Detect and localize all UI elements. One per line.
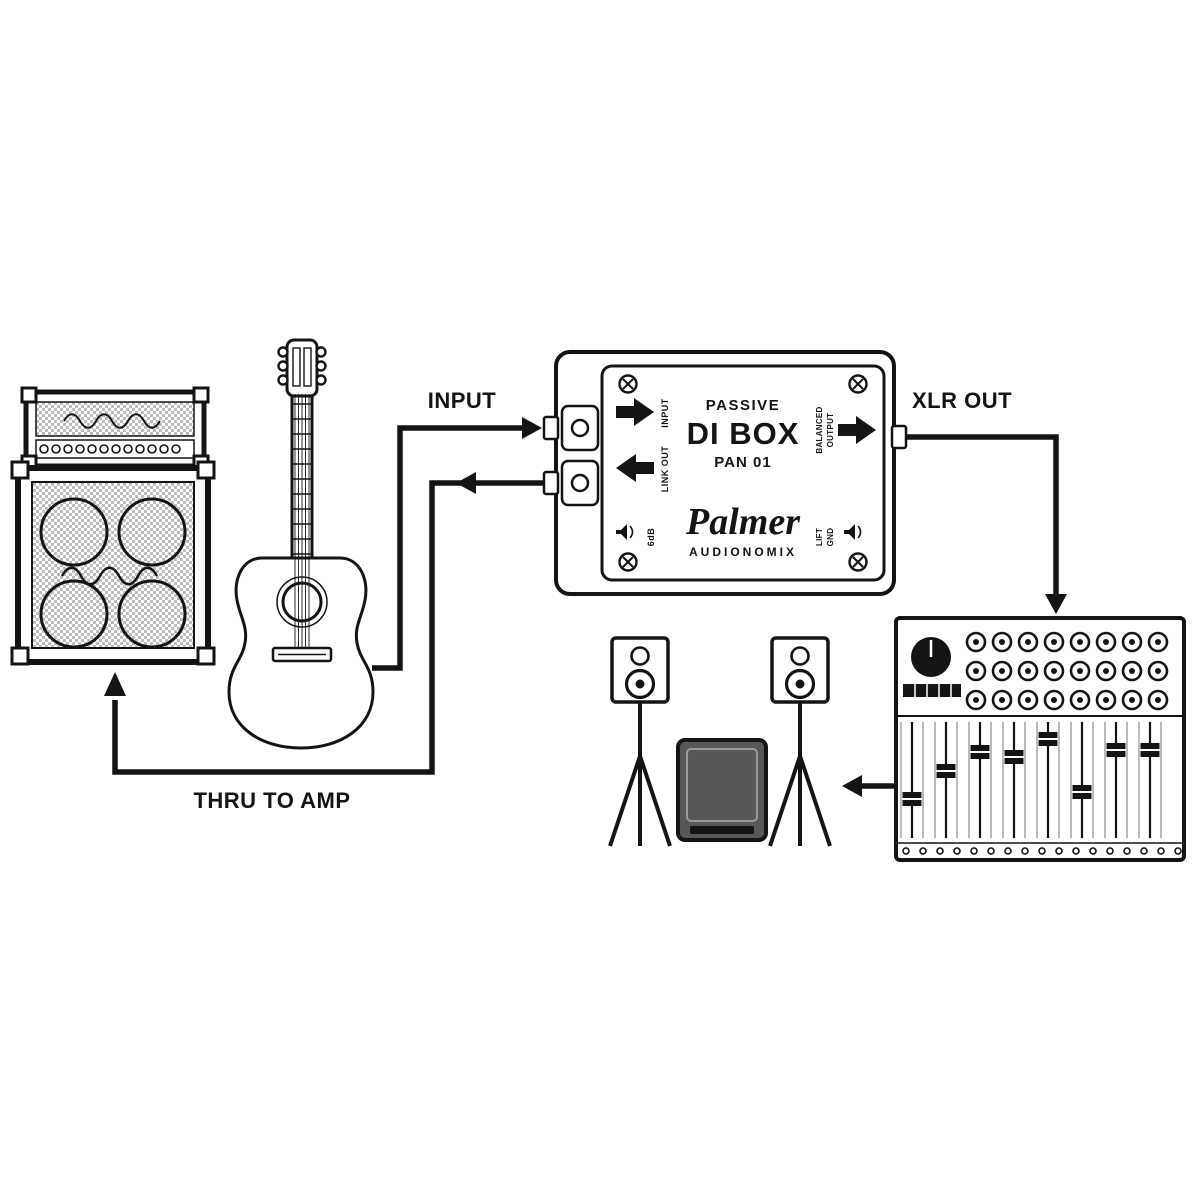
signal-cables [104, 417, 1067, 797]
thru-arrowhead-icon [456, 472, 476, 494]
fader-channel [1104, 722, 1128, 838]
di-pad-label: 6dB [646, 528, 656, 547]
amp-cabinet-corner-caps [10, 460, 216, 666]
di-box-panel [600, 364, 886, 582]
thru-to-amp-label: THRU TO AMP [193, 788, 350, 813]
brand-subtitle: AUDIONOMIX [689, 545, 797, 559]
headstock-slot [303, 347, 312, 387]
subwoofer-port [690, 826, 754, 834]
speaker-woofer-cap [635, 679, 645, 689]
guitar-tuner-pegs [277, 346, 327, 386]
speaker-woofer-cap [795, 679, 805, 689]
input-arrow-icon [616, 398, 654, 426]
guitar-amp-stack [10, 386, 216, 666]
switch-bank-dividers [914, 684, 952, 697]
corner-screw-icon [618, 552, 638, 572]
fader-channel [1036, 722, 1060, 838]
di-box-title: DI BOX [687, 416, 800, 451]
subwoofer [676, 738, 768, 842]
di-model-label: PAN 01 [714, 454, 771, 471]
link-out-arrow-icon [616, 454, 654, 482]
headstock-slot [292, 347, 301, 387]
speaker-horn [630, 646, 650, 666]
pa-speaker-left [608, 636, 672, 847]
input-arrowhead-icon [522, 417, 542, 439]
amp-head-grille [35, 401, 195, 437]
acoustic-guitar [227, 338, 375, 750]
pa-arrowhead-icon [842, 775, 862, 797]
fader-channel [1138, 722, 1162, 838]
di-balanced-label-line1: BALANCED [815, 406, 824, 453]
input-cable [372, 425, 524, 671]
di-input-port-label: INPUT [660, 398, 670, 428]
di-link-out-port-label: LINK OUT [660, 446, 670, 493]
amp-cabinet-logo-script [60, 566, 159, 586]
corner-screw-icon [848, 552, 868, 572]
di-passive-label: PASSIVE [706, 397, 780, 414]
amp-arrowhead-icon [104, 672, 126, 696]
speaker-stand [768, 702, 832, 847]
guitar-strings [294, 394, 310, 650]
xlr-out-label: XLR OUT [912, 388, 1012, 413]
mixer-arrowhead-icon [1045, 594, 1067, 614]
di-gnd-label: GND [826, 528, 835, 547]
fader-channel [934, 722, 958, 838]
di-lift-label: LIFT [815, 528, 824, 546]
balanced-output-arrow-icon [838, 416, 876, 444]
cab-speaker-ring [117, 497, 187, 567]
fader-channel [900, 722, 924, 838]
speaker-stand [608, 702, 672, 847]
switch-bank [903, 684, 961, 697]
corner-screw-icon [848, 374, 868, 394]
fader-channel [1002, 722, 1026, 838]
di-balanced-label-line2: OUTPUT [826, 413, 835, 448]
brand-logo: Palmer [685, 501, 801, 543]
output-jacks-row [902, 847, 1182, 855]
amp-cabinet-grille [31, 481, 195, 649]
input-jack-nut [542, 415, 560, 441]
subwoofer-grille [686, 748, 758, 822]
amp-logo-script [63, 413, 161, 429]
pa-speaker-right [768, 636, 832, 847]
guitar-headstock [285, 338, 319, 398]
fader-channel [1070, 722, 1094, 838]
input-label: INPUT [428, 388, 497, 413]
speaker-horn [790, 646, 810, 666]
cab-speaker-ring [39, 579, 109, 649]
amp-knob-row [39, 444, 181, 454]
link-jack-nut [542, 470, 560, 496]
xlr-cable [904, 434, 1059, 596]
mixing-console [894, 616, 1186, 862]
cab-speaker-ring [39, 497, 109, 567]
fader-channel [968, 722, 992, 838]
input-jack-hole [570, 418, 590, 438]
link-jack-hole [570, 473, 590, 493]
cab-speaker-ring [117, 579, 187, 649]
xlr-output-nut [890, 424, 908, 450]
corner-screw-icon [618, 374, 638, 394]
subwoofer-cabinet [676, 738, 768, 842]
di-box: INPUT LINK OUT BALANCED OUTPUT 6dB LIFT … [542, 350, 908, 596]
